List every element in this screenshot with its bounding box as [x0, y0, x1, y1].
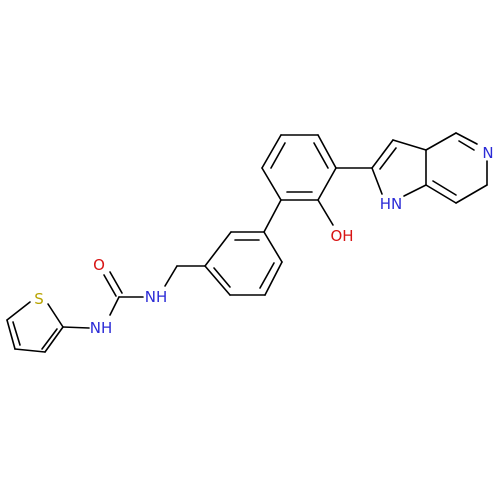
thiophene-sulfur-label: S [34, 290, 44, 308]
bond [425, 132, 457, 151]
bond [425, 184, 457, 204]
bond [41, 328, 58, 350]
bond [455, 132, 478, 145]
bond [261, 167, 282, 201]
bond [14, 348, 46, 353]
bond [455, 184, 488, 204]
bond [12, 321, 21, 346]
bond [44, 326, 64, 353]
hydroxyl-label: OH [330, 227, 353, 245]
bond [403, 184, 427, 197]
bond [371, 139, 394, 169]
bond [47, 303, 64, 328]
bond [6, 301, 31, 321]
bond [270, 142, 286, 169]
bond [164, 265, 178, 287]
bond [264, 261, 283, 296]
bond [432, 180, 457, 196]
bond [317, 134, 337, 169]
bond [6, 319, 16, 350]
bond [458, 140, 475, 151]
urea-nh-bottom-label: NH [90, 319, 113, 337]
bond [109, 271, 123, 294]
bond [213, 267, 231, 288]
bond [261, 134, 282, 169]
bond [263, 231, 283, 263]
bond [204, 265, 231, 296]
carbonyl-oxygen-label: O [93, 256, 105, 274]
bond [392, 139, 427, 151]
bond-lines [6, 132, 488, 353]
bond [204, 231, 232, 267]
urea-nh-top-label: NH [145, 288, 168, 306]
bond [259, 262, 275, 289]
bond [371, 167, 383, 195]
bond [317, 199, 334, 226]
bond [109, 296, 120, 316]
bond [379, 147, 397, 170]
atom-labels: O NH NH S OH HN N [34, 144, 493, 337]
bond [313, 142, 329, 169]
pyridine-nitrogen-label: N [482, 144, 493, 162]
bond [103, 274, 117, 297]
bond [317, 167, 337, 201]
bond [263, 199, 282, 233]
bond [62, 326, 90, 329]
pyrrole-nh-label: HN [380, 195, 403, 213]
